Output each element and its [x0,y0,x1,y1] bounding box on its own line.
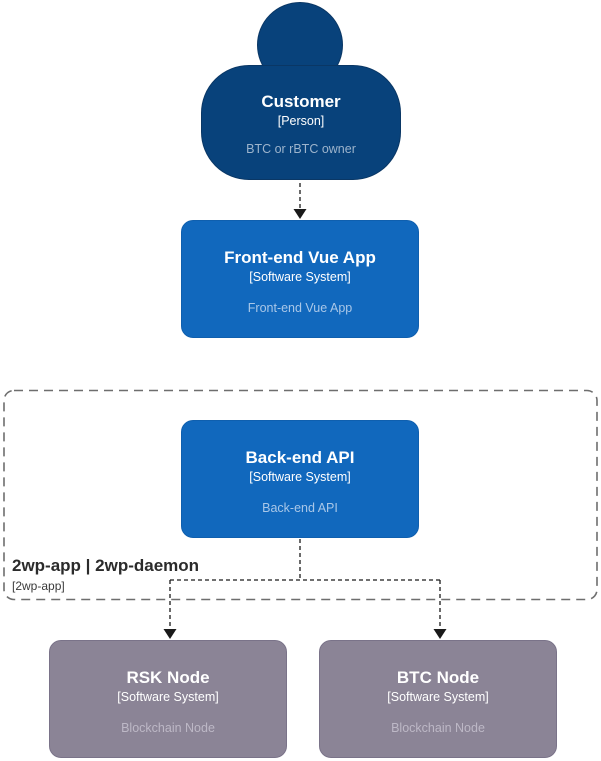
system-rsk-description: Blockchain Node [121,721,215,736]
system-rsk-meta: [Software System] [117,689,219,704]
system-btc-name: BTC Node [396,668,480,687]
system-frontend-meta: [Software System] [249,269,351,284]
system-btc-meta: [Software System] [387,689,489,704]
boundary-label: 2wp-app | 2wp-daemon [2wp-app] [12,556,199,593]
system-btc-description: Blockchain Node [391,721,485,736]
person-customer-description: BTC or rBTC owner [246,142,356,157]
system-rsk-node: RSK Node [Software System] Blockchain No… [49,640,287,758]
arrowhead-customer-frontend [293,209,307,219]
boundary-subtitle: [2wp-app] [12,578,65,593]
system-backend-description: Back-end API [262,501,338,516]
person-customer: Customer [Person] BTC or rBTC owner [201,65,401,180]
person-customer-meta: [Person] [277,113,325,128]
arrowhead-backend-rsk [163,629,177,639]
system-btc-node: BTC Node [Software System] Blockchain No… [319,640,557,758]
system-frontend-vue-app: Front-end Vue App [Software System] Fron… [181,220,419,338]
boundary-title: 2wp-app | 2wp-daemon [12,556,200,575]
system-backend-meta: [Software System] [249,469,351,484]
arrowhead-backend-btc [433,629,447,639]
person-customer-name: Customer [261,92,341,111]
system-backend-api: Back-end API [Software System] Back-end … [181,420,419,538]
system-frontend-name: Front-end Vue App [224,248,376,267]
system-backend-name: Back-end API [245,448,355,467]
system-rsk-name: RSK Node [126,668,210,687]
system-frontend-description: Front-end Vue App [247,301,353,316]
